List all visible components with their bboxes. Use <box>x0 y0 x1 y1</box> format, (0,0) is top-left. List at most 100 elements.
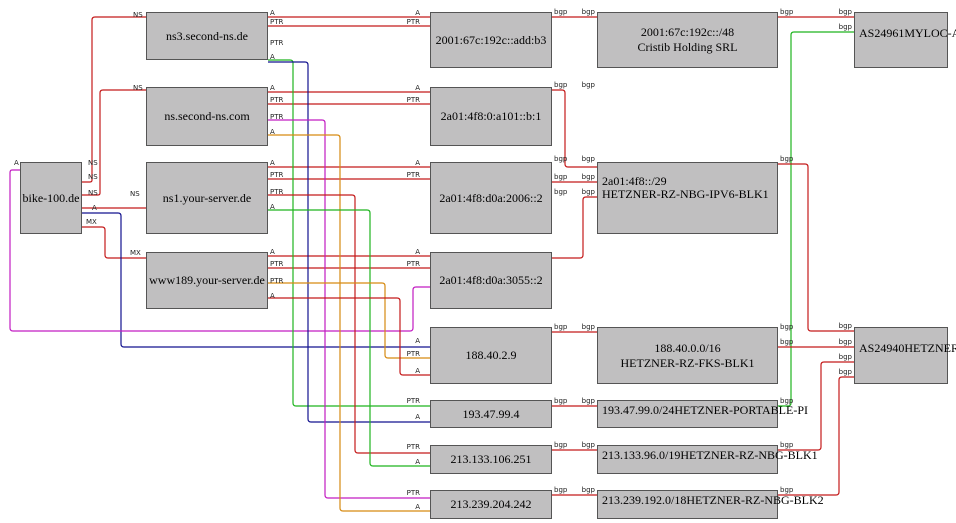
label-ns-4: NS <box>133 11 143 19</box>
label-bgp-pfx-2: bgp <box>780 323 794 331</box>
label-ptr-213a: PTR <box>407 443 420 451</box>
node-ip-213-239[interactable]: 213.239.204.242 <box>430 490 552 519</box>
label-ns-5: NS <box>133 84 143 92</box>
node-ip-b1[interactable]: 2a01:4f8:0:a101::b:1 <box>430 87 552 146</box>
label-bgp-src-8: bgp <box>554 486 568 494</box>
label-bgp-pfx-0: bgp <box>780 8 794 16</box>
edge-ns-ns-second <box>82 89 146 196</box>
label-bgp-as-3: bgp <box>839 338 853 346</box>
label-bgp-dst-2: bgp <box>582 155 596 163</box>
node-ip-2006[interactable]: 2a01:4f8:d0a:2006::2 <box>430 162 552 234</box>
edge-bgp-ipv6 <box>778 163 854 332</box>
node-domain[interactable]: bike-100.de <box>20 162 82 234</box>
node-www189[interactable]: www189.your-server.de <box>146 252 268 309</box>
edge-bgp-portable <box>778 31 854 407</box>
label-bgp-dst-7: bgp <box>582 441 596 449</box>
label-a-188: A <box>415 337 420 345</box>
label-ptr-right-0: PTR <box>407 18 420 26</box>
edge-bgp-b1 <box>552 89 597 168</box>
edge-a-3055 <box>9 169 430 332</box>
label-a-right-2: A <box>415 159 420 167</box>
label-ptr-ns3b: PTR <box>270 39 283 47</box>
edge-ns-ns3 <box>82 16 146 183</box>
label-ptr-wwwb: PTR <box>270 277 283 285</box>
edge-a-www189-188 <box>268 297 430 376</box>
label-bgp-src-6: bgp <box>554 397 568 405</box>
edge-bgp-nbg2 <box>778 376 854 496</box>
label-bgp-as-2: bgp <box>839 322 853 330</box>
node-ns-second[interactable]: ns.second-ns.com <box>146 87 268 146</box>
edge-a-ns3-193 <box>268 59 430 407</box>
label-ptr-right-2: PTR <box>407 171 420 179</box>
edge-bgp-3055 <box>552 196 597 259</box>
node-ip-213-133[interactable]: 213.133.106.251 <box>430 445 552 474</box>
label-a-188b: A <box>415 367 420 375</box>
label-a-nsb: A <box>270 128 275 136</box>
label-ptr-188: PTR <box>407 350 420 358</box>
label-a-right-3: A <box>415 248 420 256</box>
label-mx-2: MX <box>130 249 141 257</box>
label-a-right-0: A <box>415 9 420 17</box>
label-bgp-pfx-1: bgp <box>780 155 794 163</box>
edge-mx-www189 <box>82 226 146 259</box>
edge-a-188 <box>82 212 430 348</box>
label-ns-1: NS <box>88 159 98 167</box>
label-ns-2: NS <box>88 173 98 181</box>
label-ptr-nsb: PTR <box>270 113 283 121</box>
label-mx-1: MX <box>86 218 97 226</box>
label-ns-3: NS <box>88 189 98 197</box>
edge-bgp-nbg1 <box>778 361 854 451</box>
label-ptr-left-1: PTR <box>270 96 283 104</box>
label-a-ns3b: A <box>270 53 275 61</box>
label-ptr-right-1: PTR <box>407 96 420 104</box>
label-a-domain: A <box>14 159 19 167</box>
label-bgp-src-4: bgp <box>554 188 568 196</box>
node-ns1[interactable]: ns1.your-server.de <box>146 162 268 234</box>
label-bgp-dst-5: bgp <box>582 323 596 331</box>
label-a-left-1: A <box>270 84 275 92</box>
label-ptr-left-3: PTR <box>270 260 283 268</box>
label-bgp-as-5: bgp <box>839 368 853 376</box>
label-bgp-as-0: bgp <box>839 8 853 16</box>
edge-ptr-193-ns3 <box>268 61 430 423</box>
label-a-2: A <box>92 204 97 212</box>
label-bgp-src-2: bgp <box>554 155 568 163</box>
label-a-left-0: A <box>270 9 275 17</box>
label-bgp-pfx-5: bgp <box>780 441 794 449</box>
label-a-left-3: A <box>270 248 275 256</box>
label-ptr-ns1b: PTR <box>270 188 283 196</box>
node-ns3[interactable]: ns3.second-ns.de <box>146 12 268 60</box>
node-ip-b3[interactable]: 2001:67c:192c::add:b3 <box>430 12 552 68</box>
label-bgp-as-1: bgp <box>839 23 853 31</box>
edge-ptr-213-239 <box>268 119 430 499</box>
label-a-213b: A <box>415 503 420 511</box>
edge-a-ns-213-239 <box>268 134 430 512</box>
node-ip-3055[interactable]: 2a01:4f8:d0a:3055::2 <box>430 252 552 309</box>
label-bgp-dst-6: bgp <box>582 397 596 405</box>
label-bgp-src-0: bgp <box>554 8 568 16</box>
label-a-right-1: A <box>415 84 420 92</box>
label-bgp-src-3: bgp <box>554 173 568 181</box>
label-bgp-dst-0: bgp <box>582 8 596 16</box>
label-bgp-dst-1: bgp <box>582 81 596 89</box>
label-bgp-src-5: bgp <box>554 323 568 331</box>
node-ip-193[interactable]: 193.47.99.4 <box>430 400 552 428</box>
label-a-left-2: A <box>270 159 275 167</box>
label-ptr-left-0: PTR <box>270 18 283 26</box>
label-ptr-left-2: PTR <box>270 171 283 179</box>
label-bgp-src-7: bgp <box>554 441 568 449</box>
label-ptr-right-3: PTR <box>407 260 420 268</box>
label-ptr-193: PTR <box>407 397 420 405</box>
node-ip-188[interactable]: 188.40.2.9 <box>430 327 552 384</box>
label-bgp-pfx-6: bgp <box>780 486 794 494</box>
